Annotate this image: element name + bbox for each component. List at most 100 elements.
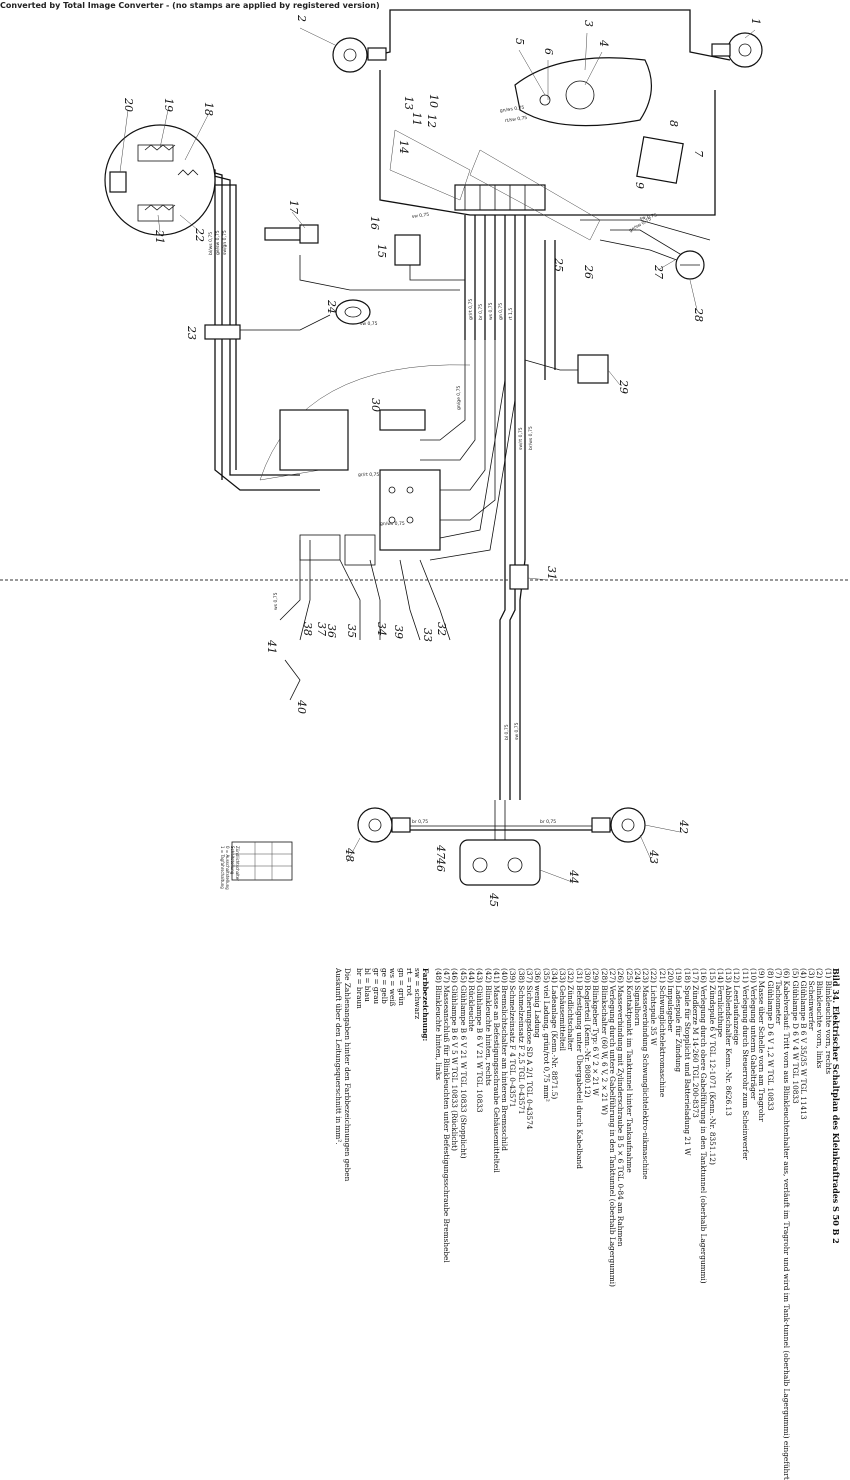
legend-item: (38) Schmelzeinsatz F 2,5 TGL 0-43571 (516, 968, 526, 1115)
turn-signal-front-left (332, 37, 387, 73)
callout-27: 27 (652, 264, 665, 279)
legend-item: (28) Blinkschalter (60 W, 6 V, 2 × 21 W) (599, 968, 609, 1115)
legend-item: (5) Glühlampe D 6 V 4 W TGL 10833 (790, 968, 800, 1104)
callout-23: 23 (185, 325, 198, 340)
converter-banner: Converted by Total Image Converter - (no… (0, 1, 380, 10)
callout-38: 38 (301, 622, 314, 636)
connector-31 (509, 564, 529, 590)
component-numbers: 1 2 3 4 5 6 7 8 9 10 11 12 13 14 15 16 1… (122, 14, 762, 907)
callout-43: 43 (647, 849, 660, 864)
wire-label-23: gn/ws 0,75 (380, 521, 405, 527)
callout-12: 12 (425, 114, 438, 128)
wire-label-19: sw 0,75 (639, 212, 657, 222)
legend-item: (8) Glühlampe D 6 V 1,2 W TGL 10833 (765, 968, 775, 1111)
blink-generator (577, 354, 609, 384)
wire-label-21: sw 0,75 (360, 321, 378, 327)
regulator (279, 409, 349, 471)
wire-label-4: bl/ws 0,75 (208, 232, 214, 255)
legend-item: (3) Scheinwerfer (807, 968, 817, 1031)
legend-item: (6) Kabelverlauf: Tritt vorn aus Blinkle… (782, 968, 792, 1480)
callout-33: 33 (421, 628, 434, 642)
wire-label-22: gr/rt 0,75 (358, 472, 379, 478)
legend-item: (36) wenig Ladung (533, 968, 543, 1038)
callout-40: 40 (295, 699, 308, 714)
switch-legend-line-3: 0 = Ausschaltstellung (225, 846, 230, 890)
legend-item: (7) Tachometer (773, 968, 783, 1025)
legend-item: (34) Ladeanlage (Kenn.-Nr. 8871.5) (549, 968, 559, 1100)
color-code: sw = schwarz (413, 968, 423, 1020)
legend-item: (39) Schmelzeinsatz F 4 TGL 0-43571 (508, 968, 518, 1108)
wire-label-12: sw/rt 0,75 (518, 427, 524, 450)
wire-label-2: rt/sw 0,75 (504, 115, 527, 124)
switch-legend-line-4: 1 = Tagfahrschaltung (220, 846, 225, 889)
callout-48: 48 (343, 847, 356, 862)
color-code: gn = grün (396, 968, 406, 1006)
callout-17: 17 (287, 200, 300, 214)
legend-item: (35) viel Ladung, grün/rot 0,75 mm² (541, 968, 551, 1102)
callout-8: 8 (667, 120, 680, 127)
wire-label-15: bl 0,75 (504, 724, 510, 740)
callout-37: 37 (315, 622, 328, 636)
callout-39: 39 (392, 625, 405, 639)
headlight (514, 57, 653, 127)
legend-item: (15) Zündspule 6 V TGL 12-1071 (Kenn.-Nr… (707, 968, 717, 1165)
legend-item: (30) Reglerteil (Kenn.-Nr. 8080.12) (583, 968, 593, 1098)
legend-item: (14) Fernlichthupe (715, 968, 725, 1038)
color-code: bl = blau (363, 968, 373, 1002)
turn-signal-rear-right (591, 807, 646, 843)
wire-label-18: br 0,75 (412, 819, 428, 825)
turn-signal-front-right (711, 32, 763, 68)
legend-item: (29) Blinkgeber Typ: 6 V 2 × 21 W (591, 968, 601, 1096)
legend-item: (10) Verlegung unterm Gabelträger (749, 968, 759, 1100)
callout-3: 3 (582, 20, 595, 27)
color-heading: Farbbezeichnung: (421, 968, 431, 1042)
callout-2: 2 (295, 14, 308, 22)
legend-item: (20) Impulsgeber (666, 968, 676, 1033)
color-code: ws = weiß (388, 968, 398, 1007)
legend-items: (1) Blinkleuchte vorn, rechts(2) Blinkle… (433, 968, 833, 1480)
legend-item: (47) Masseanschluß für Blinkleuchten unt… (442, 968, 452, 1263)
legend-item: (24) Signalhorn (632, 968, 642, 1026)
speedometer (636, 136, 684, 184)
callout-45: 45 (487, 892, 500, 907)
wire-label-11: rt 1,5 (508, 308, 514, 320)
callout-15: 15 (375, 244, 388, 258)
legend-item: (9) Masse über Schelle vorn am Tragrohr (757, 968, 767, 1122)
callout-14: 14 (397, 140, 410, 154)
callout-22: 22 (193, 227, 206, 242)
callout-5: 5 (513, 38, 526, 45)
legend-item: (13) Abblendschalter Kenn.-Nr. 8626.13 (724, 968, 734, 1116)
callout-6: 6 (542, 48, 555, 55)
legend-item: (32) Zündlichtschalter (566, 968, 576, 1051)
callout-25: 25 (552, 257, 565, 272)
callout-10: 10 (427, 94, 440, 108)
spark-plug (264, 224, 319, 244)
callout-18: 18 (202, 102, 215, 116)
color-code: rt = rot (404, 968, 414, 996)
legend-item: (23) Masseverbindung Schwunglichtelektro… (641, 968, 651, 1180)
figure-caption: Bild 34. Elektrischer Schaltplan des Kle… (831, 968, 841, 1244)
handlebar-switch (389, 129, 601, 241)
callout-1: 1 (749, 18, 762, 25)
wire-label-10: gn 0,75 (498, 303, 504, 320)
wire-label-8: br 0,75 (478, 304, 484, 320)
wire-label-17: br 0,75 (540, 819, 556, 825)
legend-item: (31) Befestigung unter Übergabeteil durc… (574, 968, 584, 1169)
switch-legend-line-1: Zündlichtschalter (235, 846, 240, 881)
wire-label-7: gr/rt 0,75 (468, 299, 474, 320)
connector-23 (204, 324, 241, 340)
horn (335, 299, 371, 325)
legend-item: (21) Schwunglichtelektromaschine (657, 968, 667, 1098)
legend-item: (43) Glühlampe B 6 V 21 W TGL 10833 (475, 968, 485, 1113)
callout-16: 16 (368, 216, 381, 230)
callout-44: 44 (567, 869, 580, 884)
terminal-block (454, 184, 546, 211)
callout-21: 21 (153, 229, 166, 244)
legend: Bild 34. Elektrischer Schaltplan des Kle… (334, 968, 841, 1480)
cross-section-note: Die Zahlenangaben hinter den Farbbezeich… (334, 968, 352, 1182)
color-code: ge = gelb (379, 968, 389, 1004)
switch-position-table (231, 841, 293, 881)
callout-46: 46 (434, 857, 447, 872)
wire-labels: gn/ws 0,75 rt/sw 0,75 sw 0,75 bl/ws 0,75… (208, 105, 658, 825)
